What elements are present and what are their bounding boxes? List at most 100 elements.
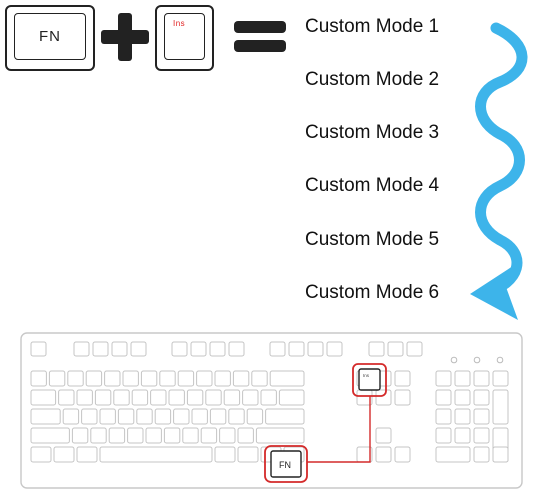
keyboard-key [265,408,305,425]
keyboard-key [76,446,98,463]
ins-key-small-label: Ins [363,373,370,378]
keyboard-key [73,341,90,357]
keyboard-key [140,370,158,387]
keyboard-key [387,341,404,357]
keyboard-key [99,408,116,425]
keyboard-key [242,389,259,406]
keyboard-key [205,389,222,406]
keyboard-key [237,446,259,463]
plus-icon-v [118,13,132,61]
keyboard-key [246,408,264,425]
keyboard-key [406,341,423,357]
keyboard-key [76,389,93,406]
keyboard-key [375,446,392,463]
keyboard-key [288,341,305,357]
keyboard-key [435,427,452,444]
keyboard-key [117,408,135,425]
keyboard-key [173,408,190,425]
keyboard-key [159,370,176,387]
mode-label-5: Custom Mode 5 [305,229,440,250]
keyboard-key [111,341,128,357]
indicator-leds [450,356,504,364]
keyboard-key [48,370,66,387]
keyboard-key [278,389,305,406]
ins-key-small [358,368,381,391]
keyboard-key [228,341,245,357]
keyboard-key [71,427,89,444]
keyboard-key [473,389,490,406]
mode-label-4: Custom Mode 4 [305,175,440,196]
equals-icon-bottom [234,40,286,52]
keyboard-key [58,389,75,406]
keyboard-key [269,341,286,357]
keyboard-key [237,427,254,444]
keyboard-key [260,389,277,406]
keyboard-key [214,446,236,463]
keyboard-key [375,389,392,406]
keyboard-key [186,389,204,406]
keyboard-key [454,370,471,387]
keyboard-key [168,389,185,406]
keyboard-key [375,427,392,444]
keyboard-key [454,389,471,406]
keyboard-key [113,389,130,406]
keyboard-key [307,341,324,357]
mode-label-1: Custom Mode 1 [305,16,440,37]
keyboard-key [30,370,47,387]
fn-key-highlight [264,445,308,483]
keyboard-key [131,389,149,406]
keyboard-key [104,370,121,387]
ins-key-label: Ins [173,19,186,28]
mode-label-3: Custom Mode 3 [305,122,440,143]
keyboard-key [92,341,109,357]
keyboard-key [154,408,172,425]
keyboard-key [492,370,509,387]
keyboard-key [30,341,47,357]
fn-key: FN [5,5,95,71]
keyboard-key [219,427,236,444]
fn-key-small [270,450,302,478]
keyboard-key [394,389,411,406]
keyboard-key [209,408,227,425]
equals-icon-top [234,21,286,33]
mode-label-6: Custom Mode 6 [305,282,440,303]
keyboard-key [394,446,411,463]
keyboard-key [196,370,213,387]
keyboard-key [99,446,213,463]
connector-line [307,396,371,463]
keyboard-key [473,408,490,425]
mode-label-2: Custom Mode 2 [305,69,440,90]
keyboard-key [182,427,199,444]
keyboard-key [122,370,139,387]
keyboard-key [62,408,80,425]
keyboard-key [492,389,509,425]
keyboard-key [435,370,452,387]
keyboard-key [255,427,305,444]
keyboard-key [251,370,268,387]
keyboard-key [171,341,188,357]
keyboard-key [326,341,343,357]
keyboard-key [435,446,471,463]
keyboard-key [85,370,103,387]
keyboard-key [191,408,208,425]
keyboard-key [145,427,162,444]
keyboard-key [454,408,471,425]
keyboard-key [136,408,153,425]
keyboard-key [269,370,305,387]
keyboard-key [127,427,144,444]
keyboard-key [473,427,490,444]
keyboard-key [492,446,509,463]
keyboard-key [177,370,195,387]
keyboard-key [130,341,147,357]
keyboard-key [394,370,411,387]
keyboard-key [30,408,61,425]
ins-key: Ins [155,5,214,71]
keyboard-key [368,341,385,357]
keyboard-key [209,341,226,357]
keyboard-key [214,370,231,387]
keyboard-key [435,389,452,406]
keyboard-key [163,427,181,444]
